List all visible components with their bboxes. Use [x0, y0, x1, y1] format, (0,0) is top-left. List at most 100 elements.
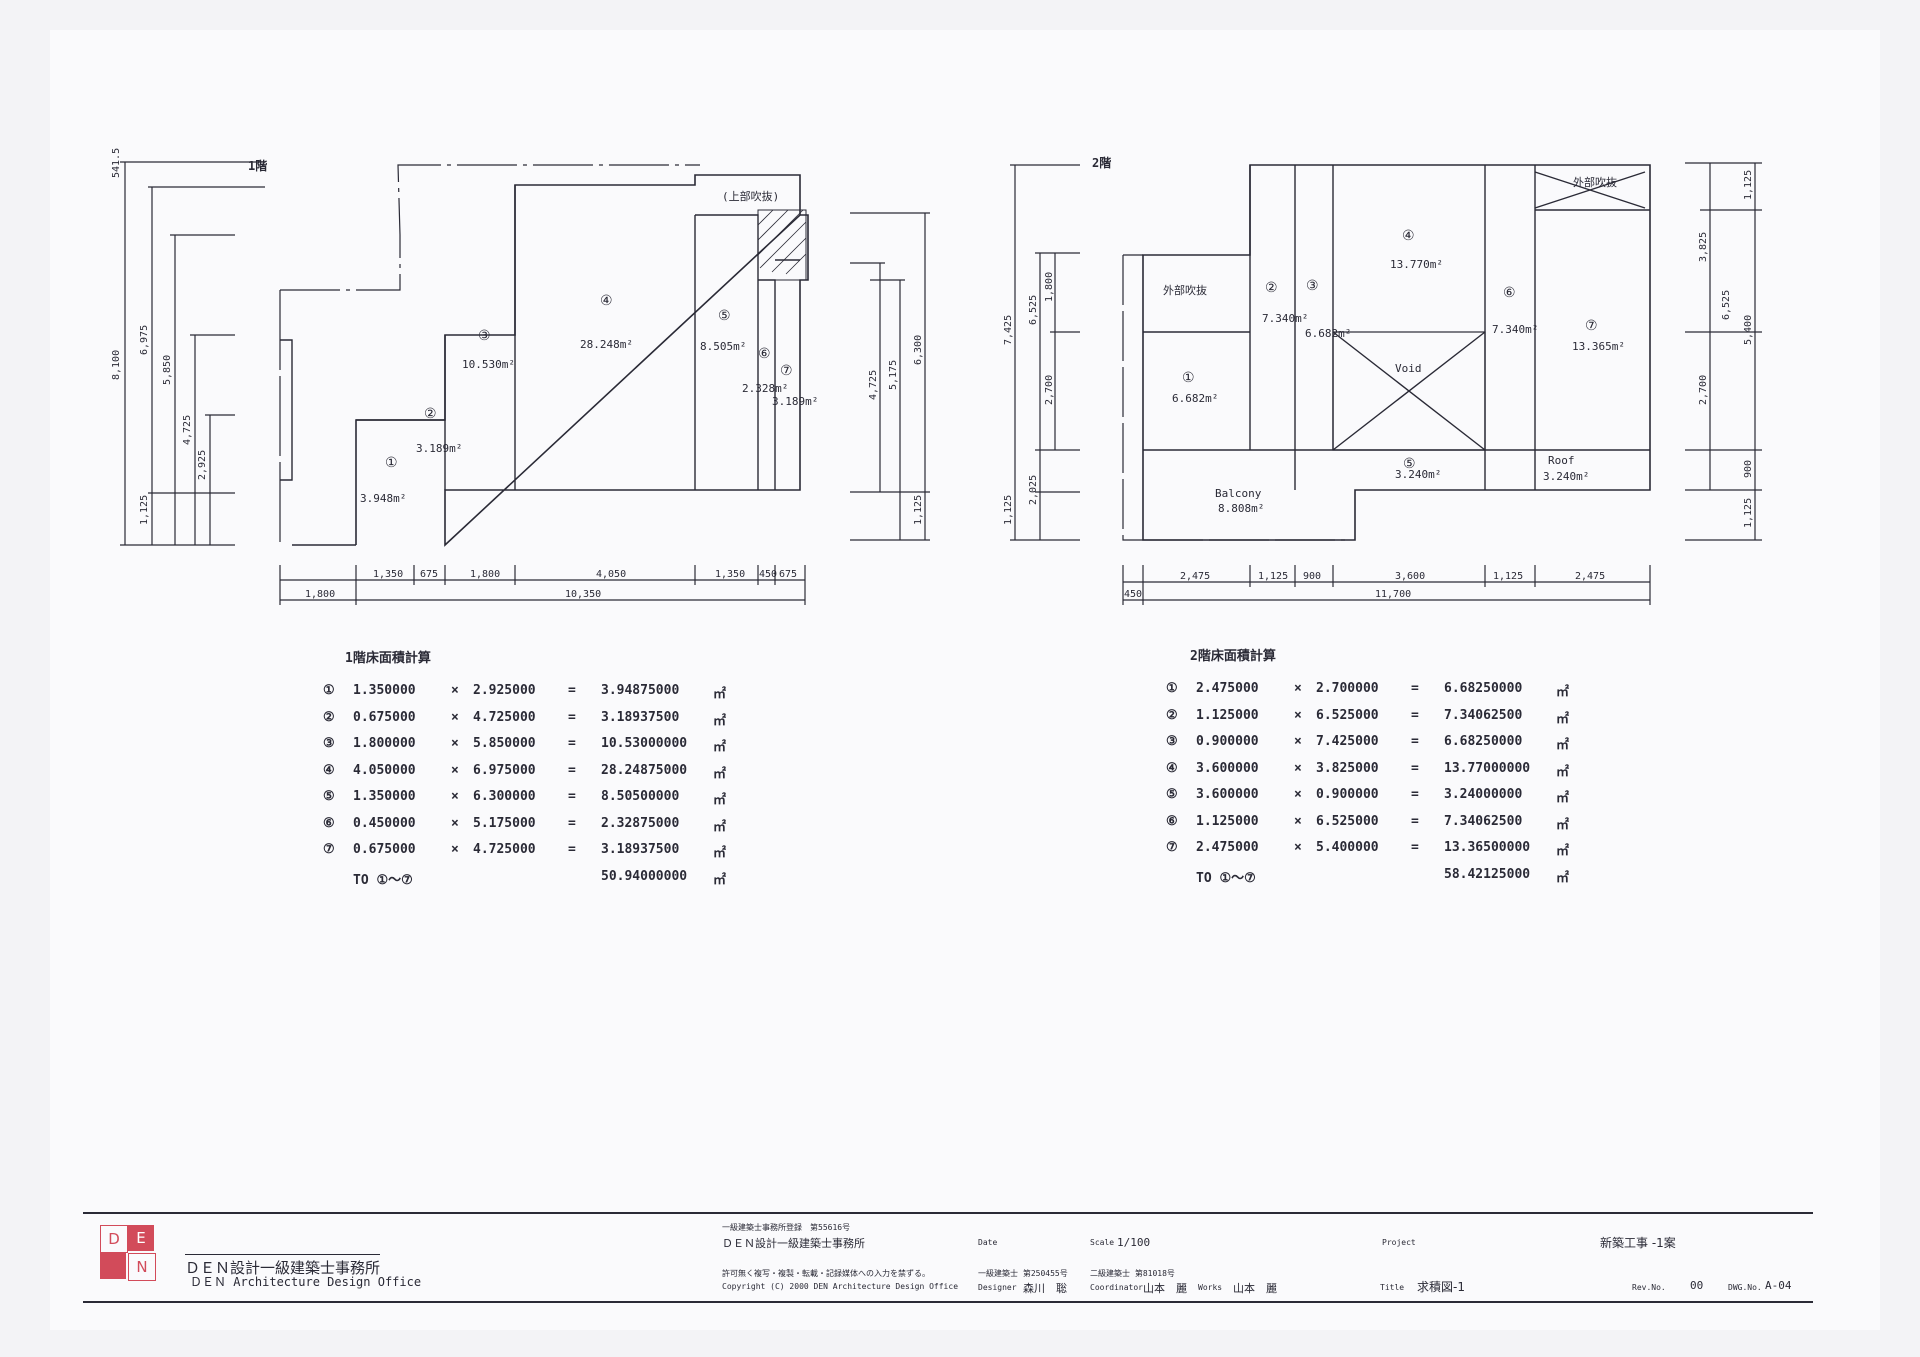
- times-sign: ×: [451, 683, 459, 698]
- factor-a: 0.675000: [353, 842, 416, 857]
- f2-dim-r-900: 900: [1743, 460, 1754, 478]
- f1-room-5-num: ⑤: [718, 308, 731, 324]
- f2-room-2-area: 7.340m²: [1262, 312, 1308, 325]
- f2-room-5-num: ⑤: [1403, 456, 1416, 472]
- copy-notice: 許可無く複写・複製・転載・記録媒体への入力を禁ずる。: [722, 1269, 930, 1278]
- f1-dim-r-4725: 4,725: [868, 370, 879, 400]
- scale-value: 1/100: [1117, 1236, 1151, 1249]
- floor1-label: 1階: [248, 158, 267, 173]
- f2-dim-6525: 6,525: [1028, 295, 1039, 325]
- f1-room-6-area: 2.328m²: [742, 382, 788, 395]
- times-sign: ×: [451, 762, 459, 778]
- f2-dim-r-3825: 3,825: [1698, 232, 1709, 262]
- f2-dim-2700: 2,700: [1044, 375, 1055, 405]
- f2-roof-label: Roof: [1548, 454, 1575, 467]
- logo-d: D: [100, 1225, 128, 1253]
- result: 7.34062500: [1444, 813, 1523, 829]
- f2-void-label: Void: [1395, 362, 1422, 375]
- unit: ㎡: [713, 793, 727, 808]
- f1-room-7-area: 3.189m²: [772, 395, 818, 408]
- f1-dim-6975: 6,975: [139, 325, 150, 355]
- factor-b: 6.525000: [1316, 813, 1379, 829]
- row-number: ①: [323, 683, 335, 698]
- drawing-sheet: [50, 30, 1880, 1330]
- office-name-jp-2: ＤＥＮ設計一級建築士事務所: [722, 1237, 865, 1250]
- times-sign: ×: [1294, 707, 1302, 723]
- times-sign: ×: [1294, 787, 1302, 802]
- f2-roof-area: 3.240m²: [1543, 470, 1589, 483]
- f1-dim-8100: 8,100: [111, 350, 122, 380]
- total-label: TO ①～⑦: [353, 872, 413, 888]
- title-block-bottom-rule: [83, 1301, 1813, 1303]
- f2-dim-b-1125b: 1,125: [1493, 571, 1523, 582]
- row-number: ①: [1166, 681, 1178, 696]
- logo-e: E: [128, 1225, 154, 1251]
- factor-b: 2.700000: [1316, 681, 1379, 696]
- f2-dim-b-2475b: 2,475: [1575, 571, 1605, 582]
- f1-room-7-num: ⑦: [780, 363, 793, 379]
- f2-dim-b-900: 900: [1303, 571, 1321, 582]
- dwg-label: DWG.No.: [1728, 1283, 1762, 1292]
- f2-dim-t-450: 450: [1124, 589, 1142, 600]
- f2-outer-open-right: 外部吹抜: [1573, 175, 1617, 189]
- times-sign: ×: [1294, 813, 1302, 829]
- f1-dim-541: 541.5: [111, 148, 122, 178]
- f1-dim-t-1800: 1,800: [305, 589, 335, 600]
- row-number: ③: [323, 736, 335, 751]
- times-sign: ×: [451, 815, 459, 831]
- factor-a: 1.350000: [353, 789, 416, 804]
- unit: ㎡: [713, 846, 727, 861]
- f1-room-2-num: ②: [424, 406, 437, 422]
- total-label: TO ①～⑦: [1196, 870, 1256, 886]
- architect-1-reg: 一級建築士 第250455号: [978, 1269, 1068, 1278]
- unit: ㎡: [1556, 738, 1570, 753]
- times-sign: ×: [1294, 840, 1302, 855]
- equals-sign: =: [568, 762, 576, 778]
- f2-dim-2025: 2,025: [1028, 475, 1039, 505]
- row-number: ⑥: [1166, 813, 1178, 829]
- total-unit: ㎡: [1556, 870, 1570, 886]
- factor-b: 5.850000: [473, 736, 536, 751]
- f1-dim-b-450: 450: [759, 569, 777, 580]
- logo-blank: [100, 1253, 126, 1279]
- f2-room-3-area: 6.682m²: [1305, 327, 1351, 340]
- f2-dim-r-1125: 1,125: [1743, 170, 1754, 200]
- unit: ㎡: [1556, 817, 1570, 833]
- f2-dim-b-1125: 1,125: [1258, 571, 1288, 582]
- f1-dim-t-10350: 10,350: [565, 589, 601, 600]
- f1-room-4-area: 28.248m²: [580, 338, 633, 351]
- row-number: ⑥: [323, 815, 335, 831]
- row-number: ②: [323, 709, 335, 725]
- coordinator-label: Coordinator: [1090, 1283, 1143, 1292]
- factor-b: 7.425000: [1316, 734, 1379, 749]
- total-value: 58.42125000: [1444, 866, 1531, 882]
- f2-room-7-num: ⑦: [1585, 318, 1598, 334]
- open-above-label: (上部吹抜): [722, 189, 779, 203]
- factor-b: 6.300000: [473, 789, 536, 804]
- f1-room-1-area: 3.948m²: [360, 492, 406, 505]
- times-sign: ×: [451, 842, 459, 857]
- f2-room-6-area: 7.340m²: [1492, 323, 1538, 336]
- result: 2.32875000: [601, 815, 680, 831]
- f1-dim-r-5175: 5,175: [888, 360, 899, 390]
- f2-room-7-area: 13.365m²: [1572, 340, 1625, 353]
- unit: ㎡: [1556, 711, 1570, 727]
- f2-room-5-area: 3.240m²: [1395, 468, 1441, 481]
- factor-a: 1.800000: [353, 736, 416, 751]
- f2-dim-1800: 1,800: [1044, 272, 1055, 302]
- f1-dim-1125: 1,125: [139, 495, 150, 525]
- calc1-title: 1階床面積計算: [345, 651, 431, 666]
- factor-b: 0.900000: [1316, 787, 1379, 802]
- factor-b: 4.725000: [473, 842, 536, 857]
- unit: ㎡: [1556, 791, 1570, 806]
- logo-n: N: [128, 1253, 156, 1281]
- row-number: ⑤: [1166, 787, 1178, 802]
- row-number: ④: [323, 762, 335, 778]
- equals-sign: =: [568, 709, 576, 725]
- office-name-jp: ＤＥＮ設計一級建築士事務所: [185, 1254, 381, 1278]
- f1-dim-5850: 5,850: [162, 355, 173, 385]
- times-sign: ×: [451, 736, 459, 751]
- equals-sign: =: [1411, 840, 1419, 855]
- f2-dim-r-5400: 5,400: [1743, 315, 1754, 345]
